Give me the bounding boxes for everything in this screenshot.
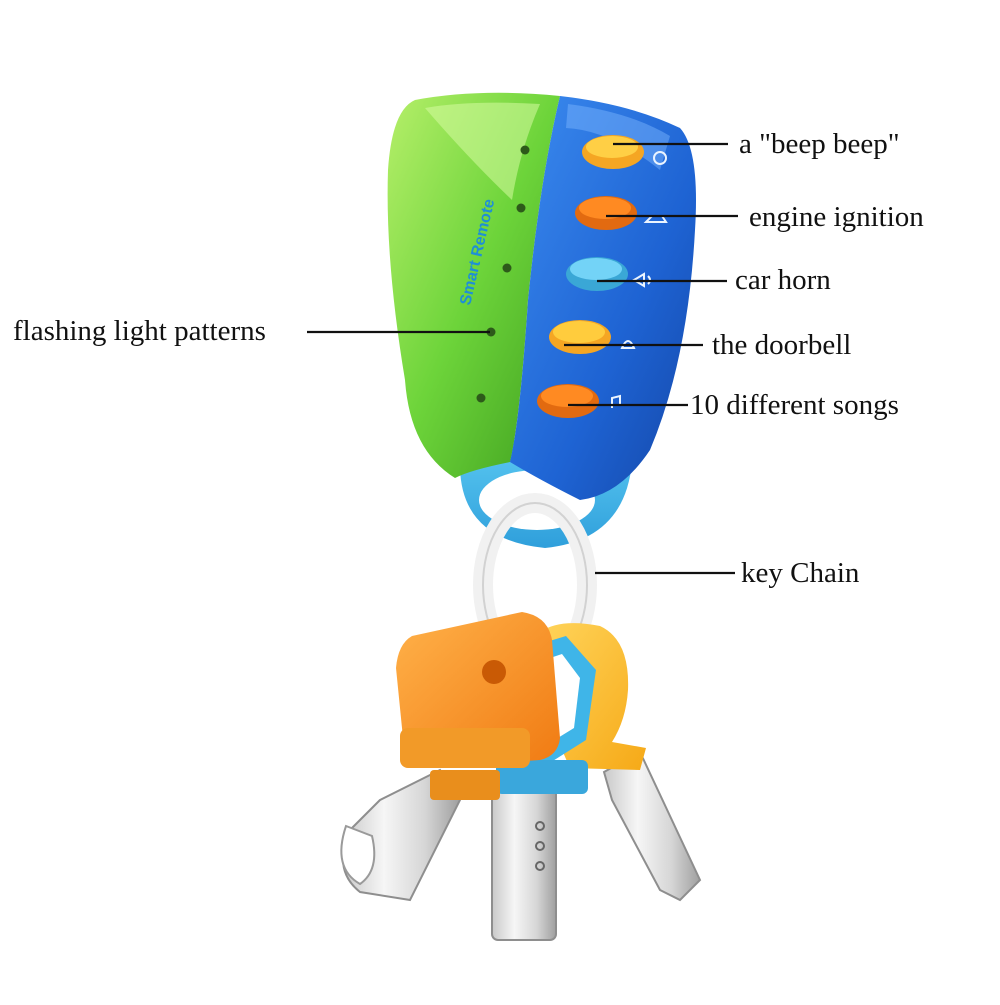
callout-flashing-lights: flashing light patterns bbox=[13, 315, 266, 347]
callout-engine-ignition: engine ignition bbox=[749, 201, 924, 233]
callout-key-chain: key Chain bbox=[741, 557, 860, 589]
callout-car-horn: car horn bbox=[735, 264, 831, 296]
led-2 bbox=[516, 203, 526, 213]
callout-songs: 10 different songs bbox=[690, 389, 899, 421]
leader-lines bbox=[307, 142, 738, 575]
music-icon bbox=[611, 394, 621, 408]
lock-icon bbox=[653, 151, 667, 165]
callout-doorbell: the doorbell bbox=[712, 329, 852, 361]
led-1 bbox=[520, 145, 530, 155]
led-3 bbox=[502, 263, 512, 273]
remote-green-shell bbox=[387, 92, 560, 479]
led-5 bbox=[476, 393, 486, 403]
callout-beep-beep: a "beep beep" bbox=[739, 128, 900, 160]
led-lights bbox=[476, 145, 530, 403]
led-4 bbox=[486, 327, 496, 337]
keys bbox=[340, 612, 702, 941]
